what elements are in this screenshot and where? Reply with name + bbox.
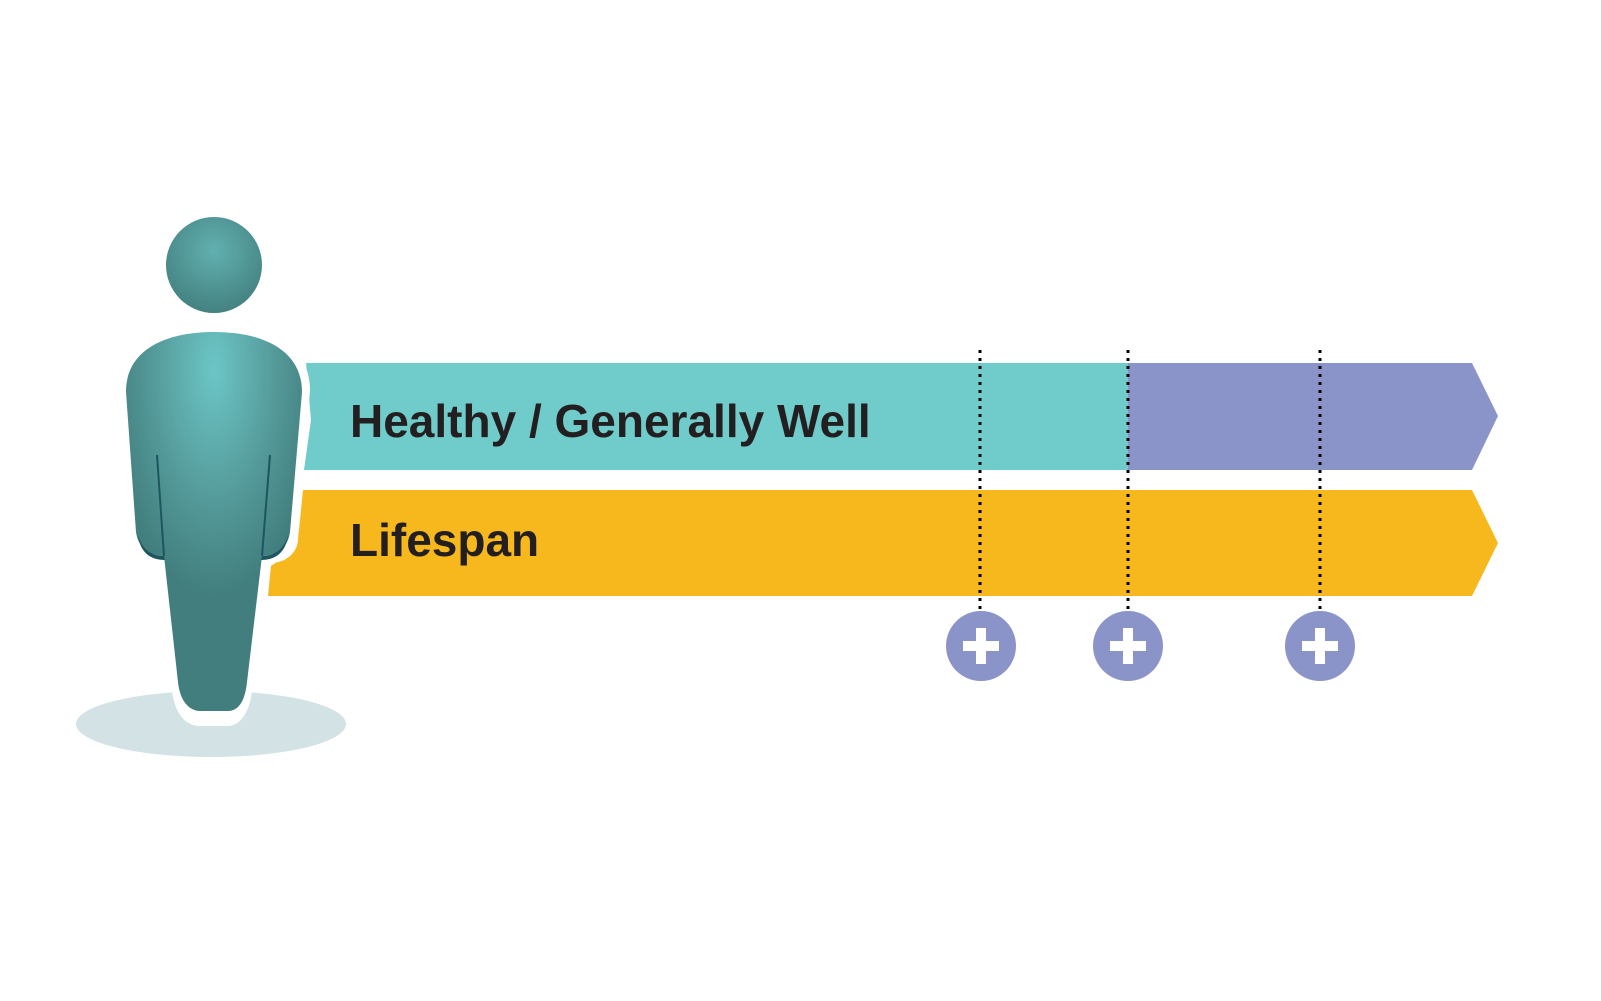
plus-icon (963, 628, 999, 664)
marker-lines (978, 350, 1322, 612)
health-bar: Healthy / Generally Well (304, 363, 1498, 470)
lifespan-bar: Lifespan (268, 490, 1498, 596)
lifespan-bar-label: Lifespan (350, 514, 539, 566)
health-bar-label: Healthy / Generally Well (350, 395, 871, 447)
person-head (166, 217, 262, 313)
plus-icon (1302, 628, 1338, 664)
person-icon (118, 217, 310, 726)
plus-icon (1110, 628, 1146, 664)
add-marker-button-2[interactable] (1093, 611, 1163, 681)
healthy-segment (304, 363, 1128, 470)
add-marker-button-3[interactable] (1285, 611, 1355, 681)
unwell-segment (1128, 363, 1498, 470)
add-marker-button-1[interactable] (946, 611, 1016, 681)
